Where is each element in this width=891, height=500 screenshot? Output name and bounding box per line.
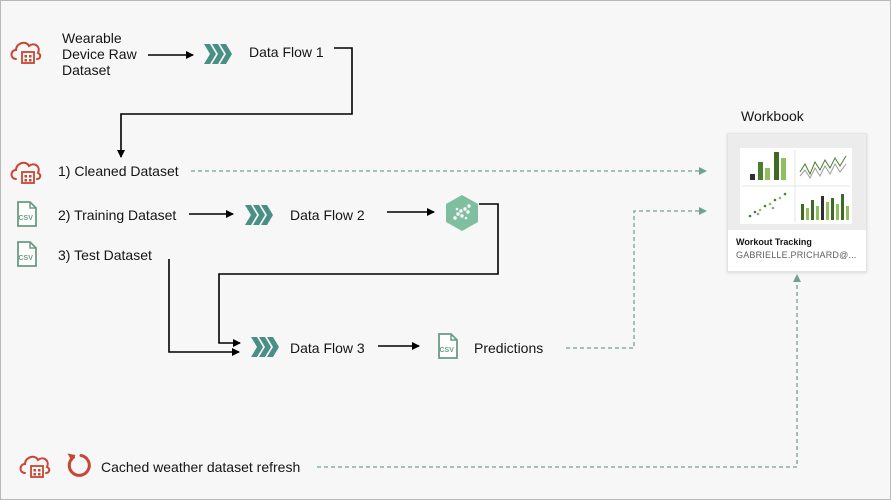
cloud-database-icon: [10, 41, 42, 64]
csv-file-icon: CSV: [17, 241, 37, 267]
csv-file-icon: CSV: [438, 333, 458, 359]
data-flow-chevrons-icon[interactable]: [244, 204, 274, 226]
arrow-model-to-flow3: [218, 203, 499, 347]
arrow-test-to-flow3: [168, 259, 240, 356]
data-flow-2-label[interactable]: Data Flow 2: [290, 207, 365, 223]
raw-dataset-label: Wearable Device Raw Dataset: [62, 30, 137, 78]
data-flow-chevrons-icon[interactable]: [203, 43, 233, 65]
workbook-thumbnail: [728, 134, 866, 230]
data-flow-chevrons-icon[interactable]: [250, 336, 280, 358]
csv-file-icon: CSV: [17, 201, 37, 227]
svg-text:CSV: CSV: [19, 255, 34, 262]
cloud-database-icon: [19, 455, 51, 478]
refresh-icon[interactable]: [64, 451, 92, 479]
predictions-label[interactable]: Predictions: [474, 340, 544, 356]
data-flow-1-label[interactable]: Data Flow 1: [249, 44, 324, 60]
svg-text:CSV: CSV: [19, 215, 34, 222]
ml-model-hexagon-icon[interactable]: [444, 194, 480, 232]
workbook-owner: GABRIELLE.PRICHARD@...: [736, 250, 857, 260]
workbook-name: Workout Tracking: [736, 237, 812, 247]
svg-text:CSV: CSV: [440, 347, 455, 354]
cloud-database-icon: [10, 161, 42, 184]
data-flow-3-label[interactable]: Data Flow 3: [290, 340, 365, 356]
test-dataset-label[interactable]: 3) Test Dataset: [58, 247, 152, 263]
training-dataset-label[interactable]: 2) Training Dataset: [58, 207, 177, 223]
dashed-weather-to-workbook: [317, 274, 801, 468]
arrow-flow1-to-cleaned: [117, 47, 353, 158]
cleaned-dataset-label[interactable]: 1) Cleaned Dataset: [58, 163, 179, 179]
weather-refresh-label[interactable]: Cached weather dataset refresh: [101, 459, 301, 475]
workbook-heading: Workbook: [741, 108, 804, 124]
workbook-card[interactable]: Workout Tracking GABRIELLE.PRICHARD@...: [727, 133, 867, 272]
dashed-predictions-to-workbook: [566, 207, 707, 349]
workbook-thumbnail-image: [740, 148, 852, 224]
